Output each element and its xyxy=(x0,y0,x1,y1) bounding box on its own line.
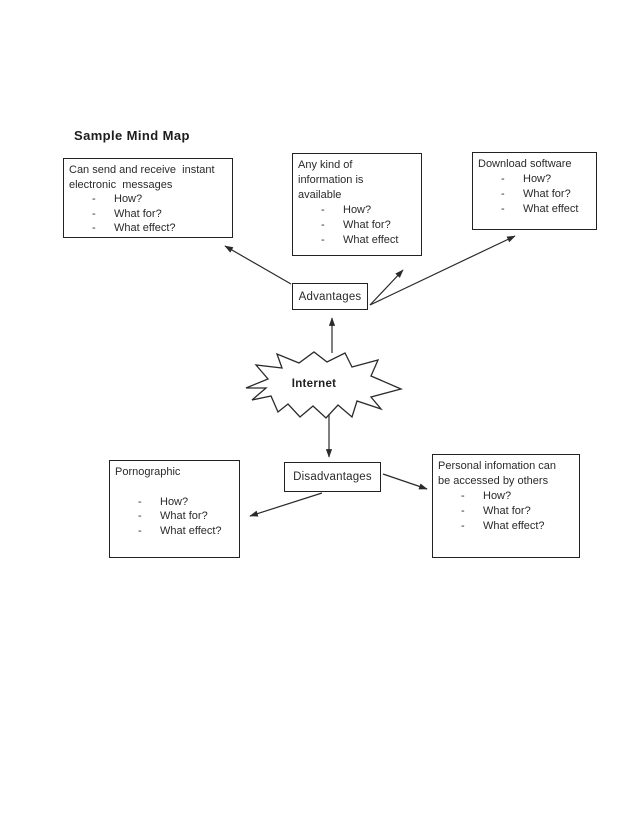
bullet-item: - How? xyxy=(478,172,592,187)
bullet-item: - What effect xyxy=(478,202,592,217)
bullet-item: - What for? xyxy=(69,207,228,222)
node-internet-label: Internet xyxy=(291,378,337,390)
bullet-item: - What for? xyxy=(478,187,592,202)
bullet-text: What for? xyxy=(523,188,571,200)
bullet-text: How? xyxy=(114,193,143,205)
node-text-line: Any kind of xyxy=(298,159,353,171)
bullet-dash: - xyxy=(461,520,465,532)
bullet-dash: - xyxy=(321,204,325,216)
bullet-item: - What for? xyxy=(438,504,575,519)
bullet-text: How? xyxy=(343,204,372,216)
bullet-dash: - xyxy=(321,234,325,246)
bullet-dash: - xyxy=(501,203,505,215)
bullet-text: How? xyxy=(523,173,552,185)
node-text-line: be accessed by others xyxy=(438,475,549,487)
arrow-disadvantages-to-porn xyxy=(249,492,323,517)
arrow-disadvantages-to-personal xyxy=(382,473,428,490)
bullet-text: What for? xyxy=(343,219,391,231)
bullet-text: How? xyxy=(483,490,512,502)
node-instant-messages: Can send and receive instant electronic … xyxy=(63,158,233,238)
bullet-text: What effect? xyxy=(160,524,222,537)
node-label: Advantages xyxy=(298,290,362,303)
bullet-text: How? xyxy=(160,495,189,508)
node-label: Disadvantages xyxy=(293,471,372,483)
node-text-line: Can send and receive instant xyxy=(69,164,215,176)
bullet-item: - What effect? xyxy=(69,221,228,236)
node-text-line: electronic messages xyxy=(69,178,173,191)
bullet-item: - What effect? xyxy=(115,524,235,539)
bullet-text: What for? xyxy=(114,207,162,220)
node-pornographic: Pornographic - How? - What for? - What effe… xyxy=(109,460,240,558)
bullet-dash: - xyxy=(138,495,142,508)
bullet-item: - What effect xyxy=(298,233,417,248)
bullet-item: - How? xyxy=(115,495,235,510)
bullet-dash: - xyxy=(138,510,142,522)
arrow-advantages-to-messages xyxy=(224,245,292,285)
bullet-item: - How? xyxy=(69,192,228,207)
bullet-text: What effect xyxy=(523,203,579,215)
bullet-item: - What for? xyxy=(298,218,417,233)
bullet-dash: - xyxy=(138,524,142,537)
bullet-item: - What for? xyxy=(115,509,235,524)
bullet-text: What effect xyxy=(343,234,399,246)
blank-line xyxy=(115,480,235,495)
node-text-line: Download software xyxy=(478,158,572,170)
bullet-dash: - xyxy=(321,219,325,231)
bullet-dash: - xyxy=(92,207,96,220)
bullet-dash: - xyxy=(92,193,96,205)
bullet-dash: - xyxy=(461,505,465,517)
node-text-line: Pornographic xyxy=(115,466,181,478)
page-title: Sample Mind Map xyxy=(74,128,190,143)
node-disadvantages: Disadvantages xyxy=(284,462,381,492)
bullet-dash: - xyxy=(501,188,505,200)
bullet-text: What for? xyxy=(483,505,531,517)
node-personal-information: Personal infomation can be accessed by o… xyxy=(432,454,580,558)
node-advantages: Advantages xyxy=(292,283,368,310)
bullet-dash: - xyxy=(501,173,505,185)
bullet-item: - How? xyxy=(438,489,575,504)
arrow-advantages-to-anyinfo xyxy=(369,269,404,306)
bullet-dash: - xyxy=(92,222,96,234)
bullet-dash: - xyxy=(461,490,465,502)
bullet-item: - How? xyxy=(298,203,417,218)
bullet-text: What for? xyxy=(160,510,208,522)
bullet-item: - What effect? xyxy=(438,519,575,534)
bullet-text: What effect? xyxy=(483,520,545,532)
node-text-line: Personal infomation can xyxy=(438,460,557,472)
bullet-text: What effect? xyxy=(114,222,176,234)
node-text-line: information is xyxy=(298,174,364,186)
node-any-information: Any kind of information is available - Ho… xyxy=(292,153,422,256)
node-text-line: available xyxy=(298,189,342,201)
node-download-software: Download software - How? - What for? - What… xyxy=(472,152,597,230)
